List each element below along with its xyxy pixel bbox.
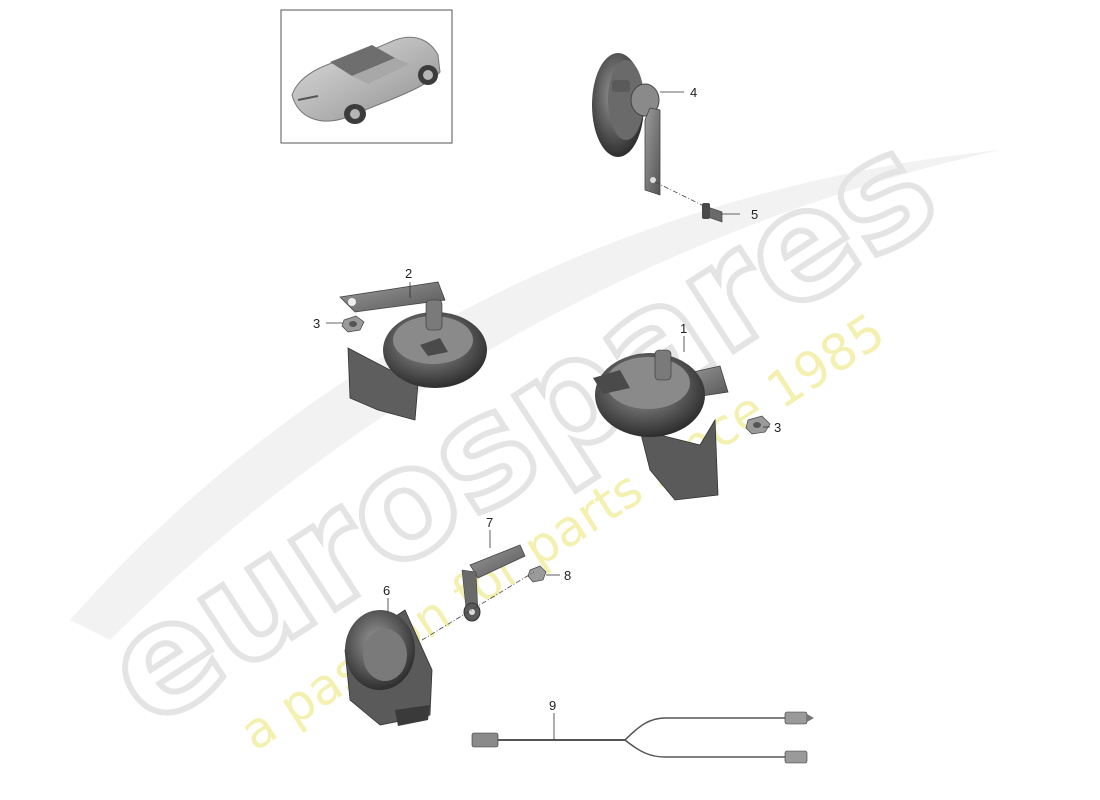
part-1-horn [593, 349, 729, 501]
callout-label-7: 7 [486, 515, 493, 530]
part-4-horn [592, 53, 661, 196]
callout-label-3-left: 3 [313, 316, 320, 331]
part-3-nut-right [745, 415, 771, 435]
part-2-horn [339, 281, 487, 421]
part-3-nut-left [341, 315, 365, 333]
callout-labels: 4 5 2 3 1 3 7 8 6 9 [313, 85, 781, 713]
vehicle-thumbnail [280, 9, 453, 144]
part-6-siren [344, 609, 433, 726]
part-9-wiring-harness [471, 711, 814, 764]
callout-label-8: 8 [564, 568, 571, 583]
part-7-bracket [461, 544, 526, 622]
watermark-brand: eurospares [75, 98, 965, 760]
callout-label-1: 1 [680, 321, 687, 336]
callouts [326, 91, 770, 740]
callout-label-5: 5 [751, 207, 758, 222]
car-image [291, 36, 441, 124]
watermark: eurospares a passion for parts since 198… [70, 95, 1000, 763]
part-5-bolt [702, 203, 723, 223]
callout-label-2: 2 [405, 266, 412, 281]
callout-label-4: 4 [690, 85, 697, 100]
callout-label-6: 6 [383, 583, 390, 598]
callout-label-9: 9 [549, 698, 556, 713]
callout-label-3-right: 3 [774, 420, 781, 435]
assembly-lines [421, 181, 709, 641]
